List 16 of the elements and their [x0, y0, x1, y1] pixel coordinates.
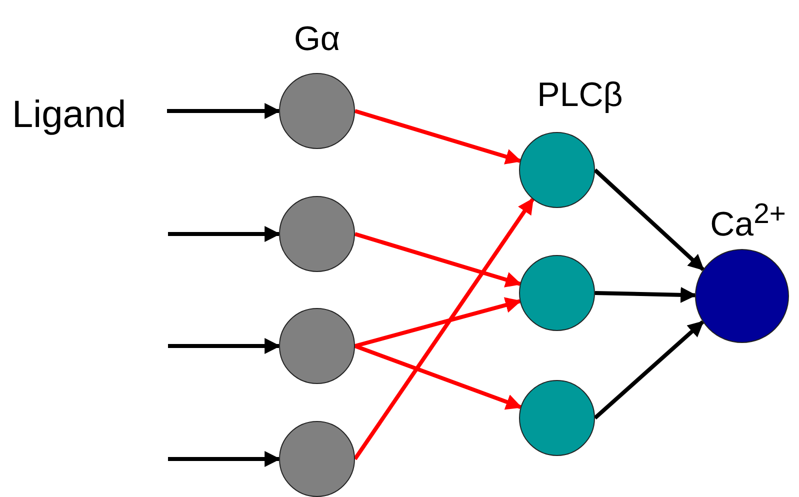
- node-caption: Ca$^{2+}$: [710, 200, 786, 242]
- arrow: [167, 103, 281, 119]
- arrow: [168, 226, 281, 242]
- node-caption: PLCβ: [537, 78, 623, 112]
- arrow: [168, 338, 281, 354]
- arrow: [354, 232, 522, 288]
- arrow: [168, 451, 281, 467]
- arrow: [354, 344, 522, 410]
- arrow: [354, 297, 522, 348]
- arrow: [594, 168, 704, 272]
- arrow: [354, 109, 522, 164]
- arrow: [353, 198, 534, 460]
- node-label: Ligand: [12, 96, 155, 138]
- node-caption: Gα: [294, 22, 340, 56]
- arrow: [594, 286, 697, 303]
- arrow: [594, 320, 704, 420]
